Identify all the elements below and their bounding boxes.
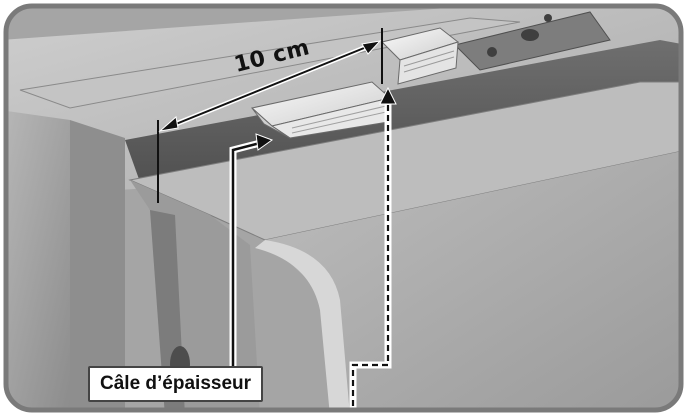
left-frame-post [6,110,70,410]
door-corner-highlight [255,240,350,410]
shim-block-back-front [397,41,459,85]
shim-callout-label: Câle d’épaisseur [88,366,264,402]
dashed-leader-arrowhead [379,86,397,105]
door-face [265,150,681,410]
dimension-arrowhead-left [158,116,179,132]
dimension-arrowhead-right [361,40,382,55]
shim-block-front-end [251,107,291,139]
left-frame-inner [70,120,125,410]
hinge-screw-2 [521,29,539,41]
hinge-screw-3 [544,14,552,22]
solid-leader-arrowhead [255,133,274,151]
hinge-screw-1 [487,47,497,57]
frame-border [3,3,684,413]
